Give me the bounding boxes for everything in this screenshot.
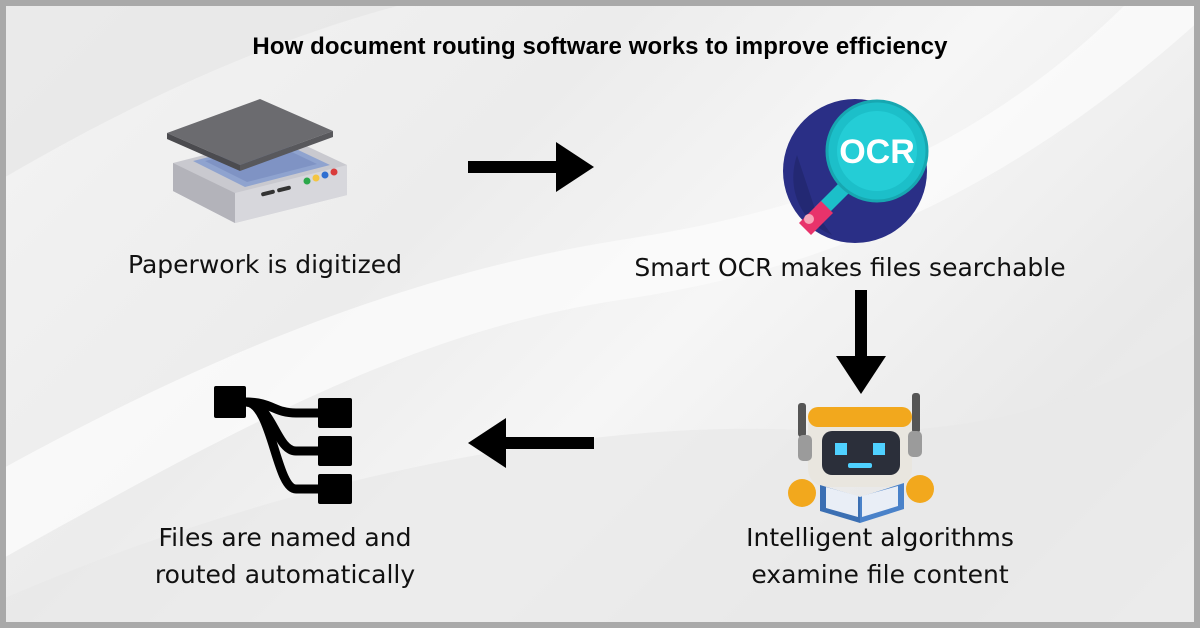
step-caption-routed: Files are named and routed automatically [110, 519, 460, 593]
routing-tree-icon [214, 386, 352, 504]
step-caption-ocr: Smart OCR makes files searchable [634, 253, 1066, 282]
step-caption-digitized: Paperwork is digitized [128, 250, 402, 279]
diagram-title: How document routing software works to i… [252, 33, 948, 60]
scanner-icon [167, 99, 347, 223]
step-caption-routed-line1: Files are named and [158, 523, 412, 552]
ocr-magnifier-icon: OCR [783, 99, 929, 243]
robot-reading-icon [788, 393, 934, 523]
step-caption-algorithms: Intelligent algorithms examine file cont… [700, 519, 1060, 593]
step-caption-routed-line2: routed automatically [154, 560, 416, 589]
arrow-left-icon [468, 418, 594, 468]
step-caption-algorithms-line2: examine file content [751, 560, 1009, 589]
arrow-right-icon [468, 142, 594, 192]
step-caption-algorithms-line1: Intelligent algorithms [746, 523, 1014, 552]
ocr-icon-label: OCR [839, 133, 915, 171]
arrow-down-icon [836, 290, 886, 394]
